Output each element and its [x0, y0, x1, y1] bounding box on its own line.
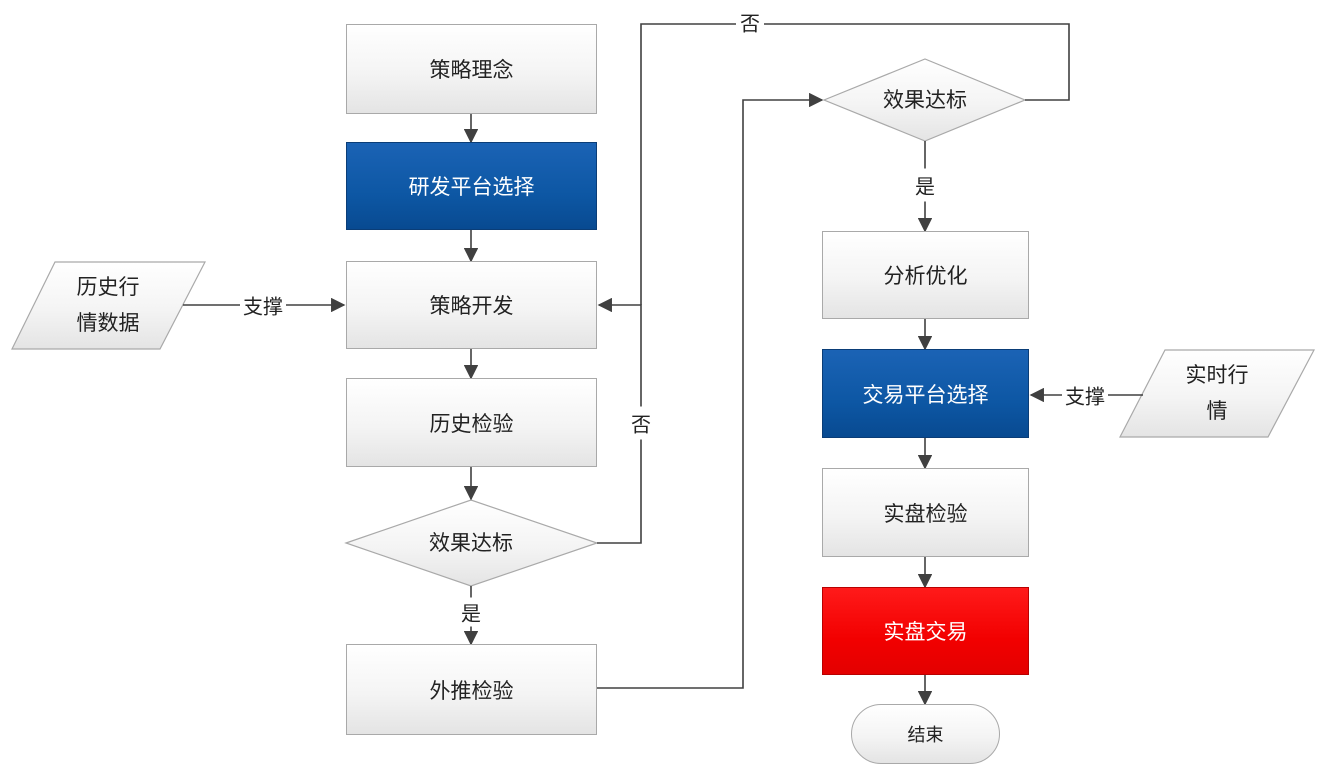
extrapolate-test-box: 外推检验: [346, 644, 597, 735]
edge-label-support-right: 支撑: [1062, 380, 1108, 410]
end-terminator: 结束: [851, 704, 1000, 764]
decision2-label: 效果达标: [883, 88, 967, 112]
research-platform-select-box: 研发平台选择: [346, 142, 597, 230]
live-test-box: 实盘检验: [822, 468, 1029, 557]
history-data-parallelogram: [11, 261, 206, 350]
edge-label-yes-1: 是: [459, 597, 483, 627]
edge-label-support-left: 支撑: [240, 290, 286, 320]
strategy-concept-box: 策略理念: [346, 24, 597, 114]
realtime-data-label: 实时行 情: [1186, 357, 1249, 429]
edge-label-yes-2: 是: [914, 168, 936, 202]
edge-extrapolate-to-decision2: [597, 92, 824, 689]
live-trade-box: 实盘交易: [822, 587, 1029, 675]
history-data-line1: 历史行: [76, 275, 140, 299]
history-test-box: 历史检验: [346, 378, 597, 467]
history-data-line2: 情数据: [76, 311, 140, 335]
realtime-data-parallelogram: [1119, 349, 1315, 438]
realtime-line1: 实时行: [1185, 363, 1249, 387]
realtime-line2: 情: [1206, 399, 1228, 423]
strategy-dev-box: 策略开发: [346, 261, 597, 349]
edge-decision2-no: [640, 23, 1070, 305]
edge-label-no-1: 否: [630, 406, 652, 440]
analyze-optimize-box: 分析优化: [822, 231, 1029, 319]
trade-platform-select-box: 交易平台选择: [822, 349, 1029, 438]
history-data-label: 历史行 情数据: [77, 269, 140, 341]
edge-label-no-2: 否: [736, 7, 764, 37]
decision1-label: 效果达标: [429, 531, 513, 555]
